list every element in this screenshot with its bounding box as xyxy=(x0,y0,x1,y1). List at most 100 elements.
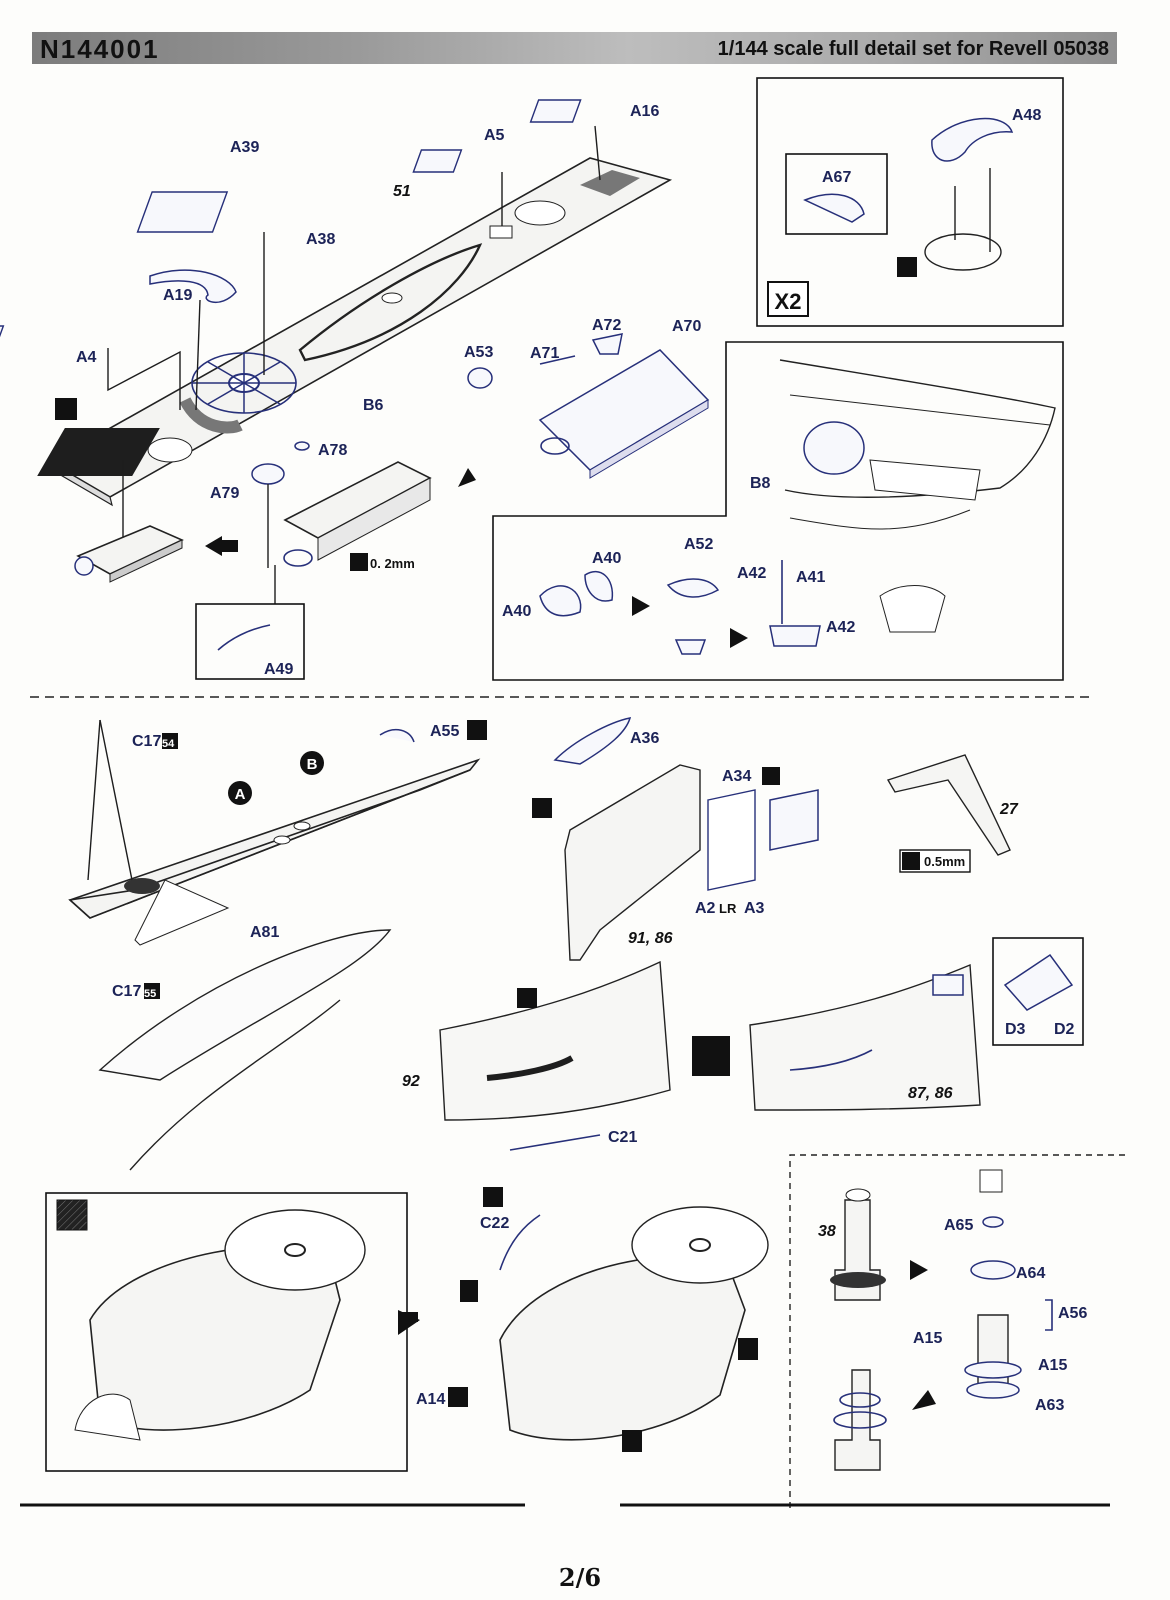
label-A64: A64 xyxy=(1016,1265,1045,1282)
glue-icon xyxy=(897,257,917,277)
part-A5 xyxy=(412,149,463,173)
section-divider xyxy=(789,1154,1125,1510)
label-A78: A78 xyxy=(318,442,347,459)
label-A15-a: A15 xyxy=(913,1330,942,1347)
step4-sail-tower xyxy=(45,1187,769,1472)
label-A48: A48 xyxy=(1012,107,1041,124)
label-51: 51 xyxy=(393,183,411,200)
part-B8 xyxy=(803,421,865,475)
part-labels: A39 A5 A16 A38 51 A19 A4 B6 A53 A71 A72 … xyxy=(76,103,1087,1414)
label-27: 27 xyxy=(999,801,1019,818)
rotate-icon xyxy=(692,1036,730,1076)
label-A42-b: A42 xyxy=(826,619,855,636)
glue-icon xyxy=(55,398,77,420)
glue-icon xyxy=(532,798,552,818)
label-91-86: 91, 86 xyxy=(628,930,673,947)
label-A14: A14 xyxy=(416,1391,445,1408)
label-A49: A49 xyxy=(264,661,293,678)
label-A15-b: A15 xyxy=(1038,1357,1067,1374)
mirror-lr-icon xyxy=(448,1387,468,1407)
label-A53: A53 xyxy=(464,344,493,361)
part-A71 xyxy=(539,355,576,365)
part-A4 xyxy=(0,325,5,349)
inset-mesh-step xyxy=(45,1192,408,1472)
step3-sail xyxy=(439,717,1084,1151)
sail-side-87-86 xyxy=(749,963,981,1111)
part-A16 xyxy=(529,99,582,123)
product-code: N144001 xyxy=(40,34,160,64)
part-C21 xyxy=(509,1134,601,1151)
label-A41: A41 xyxy=(796,569,825,586)
label-ref-54: 54 xyxy=(162,738,175,750)
label-A4: A4 xyxy=(76,349,97,366)
label-A40-b: A40 xyxy=(592,550,621,567)
inset-A49 xyxy=(195,603,305,680)
label-A70: A70 xyxy=(672,318,701,335)
part-A15 xyxy=(964,1361,1022,1379)
part-27 xyxy=(886,754,1011,856)
label-A52: A52 xyxy=(684,536,713,553)
glue-icon xyxy=(350,553,368,571)
inset-A67 xyxy=(785,153,888,235)
part-A48 xyxy=(931,117,1014,162)
arrow-icon xyxy=(910,1260,928,1280)
product-subtitle: 1/144 scale full detail set for Revell 0… xyxy=(717,38,1109,60)
label-thickness-05: 0.5mm xyxy=(924,854,965,869)
hatch-51 xyxy=(298,243,483,362)
arrow-icon xyxy=(205,536,222,556)
label-ref-55: 55 xyxy=(144,988,156,1000)
arrow-icon xyxy=(912,1390,936,1410)
part-A34 xyxy=(769,789,819,851)
part-A55 xyxy=(379,728,415,743)
part-A53 xyxy=(467,367,493,389)
part-A63 xyxy=(966,1381,1020,1399)
hull-A81 xyxy=(98,929,392,1081)
label-A56: A56 xyxy=(1058,1305,1087,1322)
part-A64 xyxy=(970,1260,1016,1280)
part-A79-wheel xyxy=(251,463,285,485)
label-B8: B8 xyxy=(750,475,771,492)
label-A65: A65 xyxy=(944,1217,973,1234)
label-thickness-02: 0. 2mm xyxy=(370,556,415,571)
drill-icon xyxy=(460,1280,478,1302)
sail-side-92 xyxy=(439,960,671,1121)
step5-periscope xyxy=(830,1169,1053,1471)
label-A40-a: A40 xyxy=(502,603,531,620)
label-87-86: 87, 86 xyxy=(908,1085,953,1102)
part-A72 xyxy=(591,333,623,355)
mesh-icon xyxy=(56,1199,88,1231)
callout-A: A xyxy=(235,786,246,803)
step1-box-assembly xyxy=(467,333,710,479)
glue-icon xyxy=(517,988,537,1008)
label-C17-bottom: C17 xyxy=(112,983,141,1000)
arrow-icon xyxy=(730,628,748,648)
label-A81: A81 xyxy=(250,924,279,941)
inset-anchor xyxy=(492,341,1064,681)
drill-icon xyxy=(622,1430,642,1452)
label-A71: A71 xyxy=(530,345,559,362)
part-A19 xyxy=(149,269,237,303)
multiplier-x2: X2 xyxy=(775,289,802,314)
label-A19: A19 xyxy=(163,287,192,304)
step2-foredeck: A B xyxy=(68,719,487,1171)
drill-icon xyxy=(738,1338,758,1360)
arrow-icon xyxy=(458,468,476,487)
sail-91-86 xyxy=(564,764,701,961)
part-A39-A38-sheet xyxy=(136,191,229,233)
inset-D3-D2 xyxy=(992,937,1084,1046)
callout-B: B xyxy=(307,756,318,773)
part-A78 xyxy=(294,441,310,451)
inset-A48-A67: X2 xyxy=(756,77,1064,327)
label-D2: D2 xyxy=(1054,1021,1075,1038)
label-A38: A38 xyxy=(306,231,335,248)
label-A34: A34 xyxy=(722,768,751,785)
label-C22: C22 xyxy=(480,1215,509,1232)
tower-base-right xyxy=(499,1255,746,1441)
label-D3: D3 xyxy=(1005,1021,1026,1038)
label-A67: A67 xyxy=(822,169,851,186)
label-A2: A2 xyxy=(695,900,716,917)
part-C22 xyxy=(499,1214,541,1271)
page-number: 2/6 xyxy=(558,1563,602,1592)
